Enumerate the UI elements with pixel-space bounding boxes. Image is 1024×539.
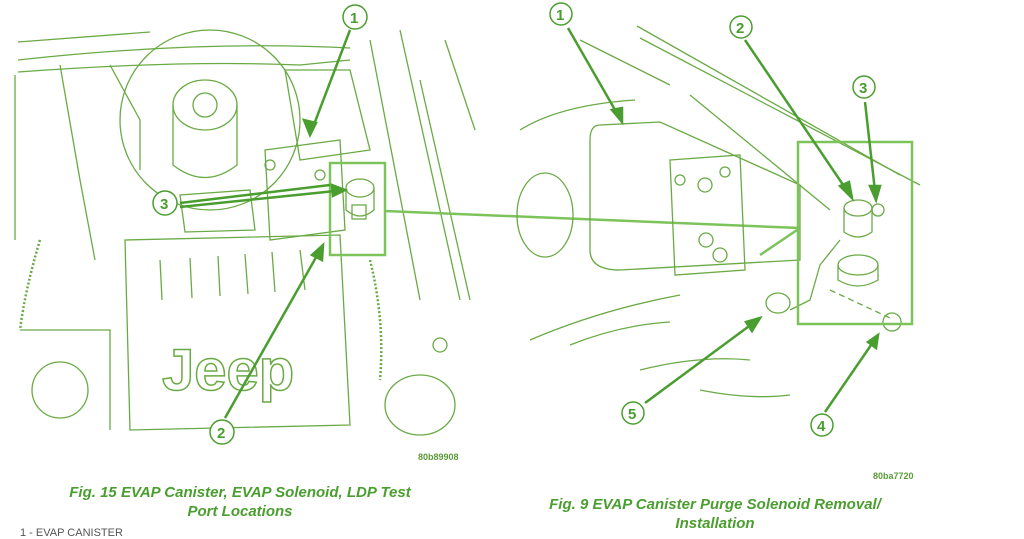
callout-left-2: 2 <box>209 419 235 445</box>
right-canister-drawing <box>516 25 921 398</box>
callout-right-2: 2 <box>729 15 753 39</box>
left-highlight-box <box>328 161 387 257</box>
connector-line <box>384 209 801 230</box>
callout-right-1: 1 <box>549 2 573 26</box>
left-caption-line2: Port Locations <box>187 503 293 520</box>
svg-text:2: 2 <box>736 20 744 37</box>
svg-text:1: 1 <box>556 7 564 24</box>
callout-left-1: 1 <box>342 4 368 30</box>
right-caption-line1: Fig. 9 EVAP Canister Purge Solenoid Remo… <box>549 496 881 513</box>
left-caption-line1: Fig. 15 EVAP Canister, EVAP Solenoid, LD… <box>69 484 411 501</box>
callout-right-5: 5 <box>621 401 645 425</box>
left-engine-bay-drawing <box>14 29 476 436</box>
left-figure-code: 80b89908 <box>418 452 459 462</box>
svg-text:3: 3 <box>859 80 867 97</box>
left-figure-caption: Fig. 15 EVAP Canister, EVAP Solenoid, LD… <box>20 483 460 521</box>
right-highlight-box <box>796 140 914 326</box>
svg-text:4: 4 <box>817 418 826 435</box>
callout-left-3: 3 <box>152 190 178 216</box>
svg-text:2: 2 <box>217 425 225 442</box>
left-callouts <box>179 29 352 419</box>
jeep-emblem: Jeep <box>162 338 294 403</box>
right-callouts <box>566 27 882 413</box>
svg-text:1: 1 <box>350 10 358 27</box>
callout-right-3: 3 <box>852 75 876 99</box>
right-figure-caption: Fig. 9 EVAP Canister Purge Solenoid Remo… <box>525 495 905 533</box>
right-caption-line2: Installation <box>675 515 755 532</box>
svg-text:5: 5 <box>628 406 636 423</box>
legend-item-1: 1 - EVAP CANISTER <box>20 527 123 539</box>
right-figure-code: 80ba7720 <box>873 471 914 481</box>
callout-right-4: 4 <box>810 413 834 437</box>
svg-text:3: 3 <box>160 196 168 213</box>
